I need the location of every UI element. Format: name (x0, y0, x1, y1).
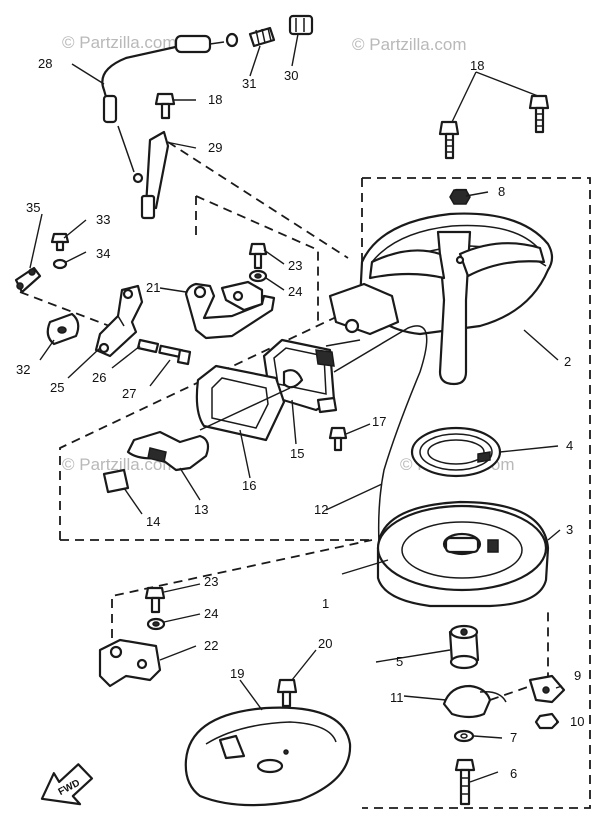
callout-21: 21 (146, 280, 160, 295)
bolt (438, 120, 460, 160)
base-plate (184, 706, 352, 807)
callout-labels: 1 2 3 4 5 6 7 8 9 10 11 12 13 14 15 16 1… (16, 56, 584, 781)
callout-15: 15 (290, 446, 304, 461)
screw (50, 232, 70, 252)
callout-31: 31 (242, 76, 256, 91)
cable-end-fitting (288, 14, 314, 36)
cable-fitting (248, 26, 276, 48)
watermark: © Partzilla.com (352, 35, 467, 54)
starter-group-outline (362, 177, 591, 809)
nut (534, 712, 560, 730)
screw (276, 678, 298, 708)
callout-12: 12 (314, 502, 328, 517)
washer (52, 258, 68, 270)
starter-pulley (376, 500, 550, 608)
washer (453, 729, 475, 743)
link-rod (140, 130, 170, 220)
lever-group-outline (195, 195, 319, 326)
callout-9: 9 (574, 668, 581, 683)
pin (136, 338, 160, 354)
callout-7: 7 (510, 730, 517, 745)
screw (144, 586, 166, 614)
washer (248, 269, 268, 283)
callout-3: 3 (566, 522, 573, 537)
callout-19: 19 (230, 666, 244, 681)
callout-35: 35 (26, 200, 40, 215)
callout-8: 8 (498, 184, 505, 199)
cam (46, 312, 80, 346)
callout-22: 22 (204, 638, 218, 653)
cable-bracket (14, 266, 42, 294)
callout-6: 6 (510, 766, 517, 781)
spiral-spring (410, 426, 502, 478)
bolt (454, 758, 476, 806)
washer (146, 617, 166, 631)
linkage-plate (94, 284, 144, 358)
bolt (154, 92, 176, 120)
callout-16: 16 (242, 478, 256, 493)
callout-24: 24 (288, 284, 302, 299)
callout-1: 1 (322, 596, 329, 611)
starter-case (328, 188, 554, 386)
leader-lines (29, 33, 563, 783)
callout-33: 33 (96, 212, 110, 227)
handle-group-outline (59, 299, 373, 540)
callout-17: 17 (372, 414, 386, 429)
pawl-spring (442, 684, 507, 719)
starter-cable (101, 32, 239, 184)
starter-rope (199, 325, 428, 561)
callout-4: 4 (566, 438, 573, 453)
handle-seal (195, 364, 286, 442)
cable-group-outline (19, 291, 121, 331)
callout-18: 18 (470, 58, 484, 73)
callout-29: 29 (208, 140, 222, 155)
nut (449, 189, 471, 205)
callout-18: 18 (208, 92, 222, 107)
callout-32: 32 (16, 362, 30, 377)
watermark: © Partzilla.com (62, 455, 177, 474)
screw (328, 426, 348, 452)
callout-23: 23 (288, 258, 302, 273)
starter-lever (184, 280, 276, 340)
callout-11: 11 (390, 690, 404, 705)
watermark: © Partzilla.com (62, 33, 177, 52)
label-plate (102, 468, 130, 494)
callout-14: 14 (146, 514, 160, 529)
bolt (158, 344, 192, 366)
callout-27: 27 (122, 386, 136, 401)
callout-5: 5 (396, 654, 403, 669)
lever-group-outline (167, 141, 349, 259)
callout-28: 28 (38, 56, 52, 71)
starter-bracket (98, 638, 162, 688)
callout-10: 10 (570, 714, 584, 729)
callout-25: 25 (50, 380, 64, 395)
callout-13: 13 (194, 502, 208, 517)
starter-handle (126, 430, 210, 472)
callout-30: 30 (284, 68, 298, 83)
drive-hub (448, 624, 480, 670)
screw (248, 242, 268, 270)
callout-2: 2 (564, 354, 571, 369)
forward-arrow-icon: FWD (40, 763, 94, 806)
callout-26: 26 (92, 370, 106, 385)
callout-20: 20 (318, 636, 332, 651)
callout-34: 34 (96, 246, 110, 261)
callout-24: 24 (204, 606, 218, 621)
callout-23: 23 (204, 574, 218, 589)
bolt (528, 94, 550, 134)
pawl (528, 674, 566, 704)
